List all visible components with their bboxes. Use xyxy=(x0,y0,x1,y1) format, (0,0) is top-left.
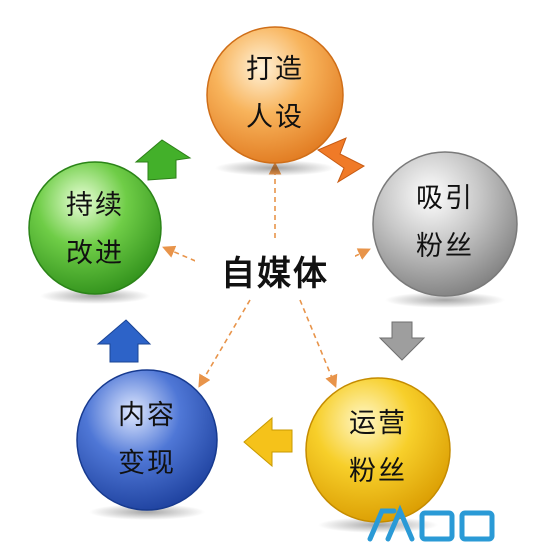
node-right-circle xyxy=(372,151,518,308)
node-bottom-left-line1: 内容 xyxy=(118,400,176,431)
node-bottom-right-line2: 粉丝 xyxy=(349,456,407,487)
node-right-line2: 粉丝 xyxy=(416,231,474,262)
node-bottom-left-label: 内容 变现 xyxy=(82,392,212,488)
node-bottom-left-line2: 变现 xyxy=(118,448,176,479)
arrow-yellow-icon xyxy=(243,416,293,468)
arrow-blue-icon xyxy=(96,319,152,363)
node-top-label: 打造 人设 xyxy=(210,46,340,142)
node-right-label: 吸引 粉丝 xyxy=(380,175,510,271)
connector-to-bottom-left xyxy=(198,299,251,388)
connector-to-bottom-right xyxy=(299,299,338,388)
node-top-circle xyxy=(206,26,344,176)
arrow-green-icon xyxy=(134,139,192,181)
center-label: 自媒体 xyxy=(195,246,355,295)
node-bottom-left-circle xyxy=(76,369,218,520)
node-left-circle xyxy=(28,161,162,304)
node-left-line2: 改进 xyxy=(66,238,124,269)
watermark-logo-icon xyxy=(367,504,495,542)
arrow-gray-icon xyxy=(378,321,426,361)
node-bottom-right-label: 运营 粉丝 xyxy=(313,400,443,496)
node-left-label: 持续 改进 xyxy=(30,182,160,278)
node-left-line1: 持续 xyxy=(66,190,124,221)
node-right-line1: 吸引 xyxy=(416,183,474,214)
node-top-line2: 人设 xyxy=(246,102,304,133)
arrow-orange-icon xyxy=(316,137,366,184)
node-top-line1: 打造 xyxy=(246,54,304,85)
node-bottom-right-line1: 运营 xyxy=(349,408,407,439)
